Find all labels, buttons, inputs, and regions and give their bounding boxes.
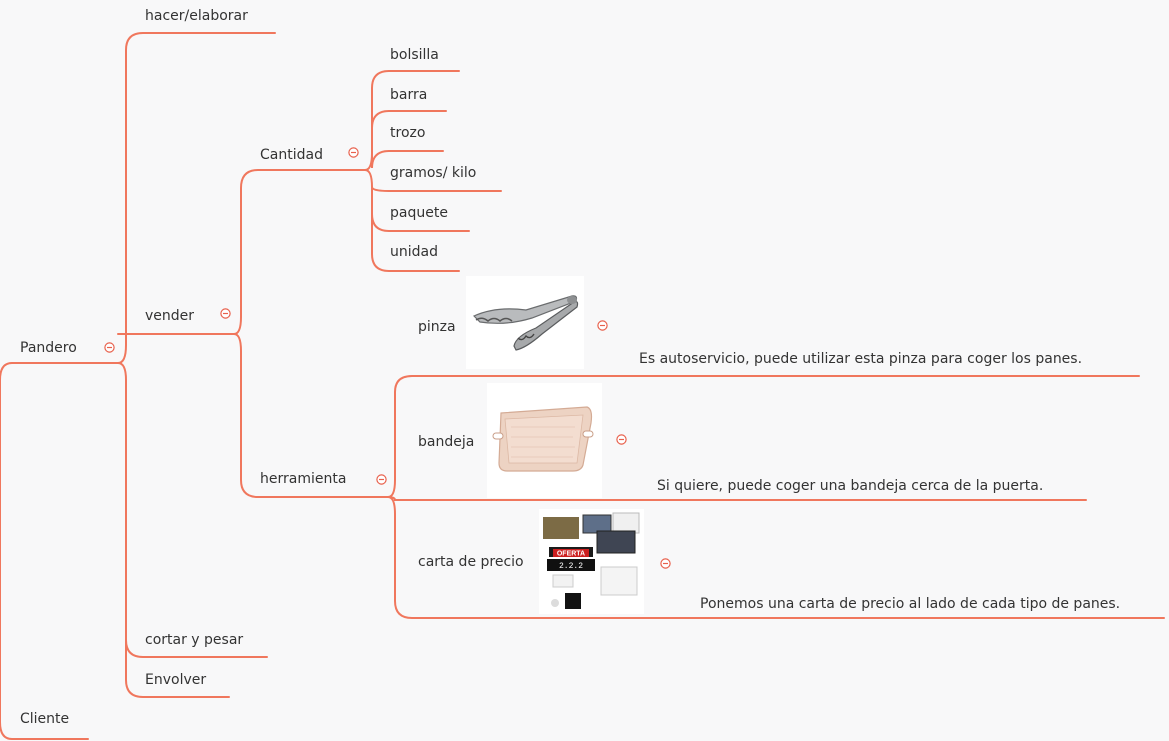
pinza-tongs-image — [466, 276, 584, 369]
pinza-note: Es autoservicio, puede utilizar esta pin… — [639, 351, 1083, 367]
cantidad-node-label[interactable]: Cantidad — [260, 147, 323, 163]
collapse-icon-root[interactable] — [104, 342, 115, 353]
pinza-node-label[interactable]: pinza — [418, 319, 456, 335]
bandeja-tray-image — [487, 383, 602, 498]
branch-hacer-elaborar[interactable]: hacer/elaborar — [145, 8, 248, 24]
collapse-icon-cantidad[interactable] — [348, 147, 359, 158]
carta-price-sign-image: OFERTA 2.2.2 — [539, 509, 644, 614]
bandeja-note: Si quiere, puede coger una bandeja cerca… — [657, 478, 1044, 494]
cantidad-item-paquete[interactable]: paquete — [390, 205, 448, 221]
cantidad-item-unidad[interactable]: unidad — [390, 244, 438, 260]
carta-node-label[interactable]: carta de precio — [418, 554, 524, 570]
root-node-label[interactable]: Pandero — [20, 340, 77, 356]
collapse-icon-vender[interactable] — [220, 308, 231, 319]
price-digits-text: 2.2.2 — [559, 562, 583, 571]
cantidad-item-bolsilla[interactable]: bolsilla — [390, 47, 439, 63]
carta-note: Ponemos una carta de precio al lado de c… — [700, 596, 1121, 612]
bandeja-node-label[interactable]: bandeja — [418, 434, 475, 450]
cantidad-item-trozo[interactable]: trozo — [390, 125, 426, 141]
branch-envolver[interactable]: Envolver — [145, 672, 207, 688]
collapse-icon-carta[interactable] — [660, 558, 671, 569]
branch-vender[interactable]: vender — [145, 308, 195, 324]
oferta-sign-text: OFERTA — [557, 551, 585, 558]
cantidad-item-gramos-kilo[interactable]: gramos/ kilo — [390, 165, 477, 181]
collapse-icon-bandeja[interactable] — [616, 434, 627, 445]
cantidad-item-barra[interactable]: barra — [390, 87, 428, 103]
collapse-icon-herramienta[interactable] — [376, 474, 387, 485]
herramienta-node-label[interactable]: herramienta — [260, 471, 347, 487]
collapse-icon-pinza[interactable] — [597, 320, 608, 331]
cliente-node-label[interactable]: Cliente — [20, 711, 70, 727]
branch-cortar-y-pesar[interactable]: cortar y pesar — [145, 632, 244, 648]
